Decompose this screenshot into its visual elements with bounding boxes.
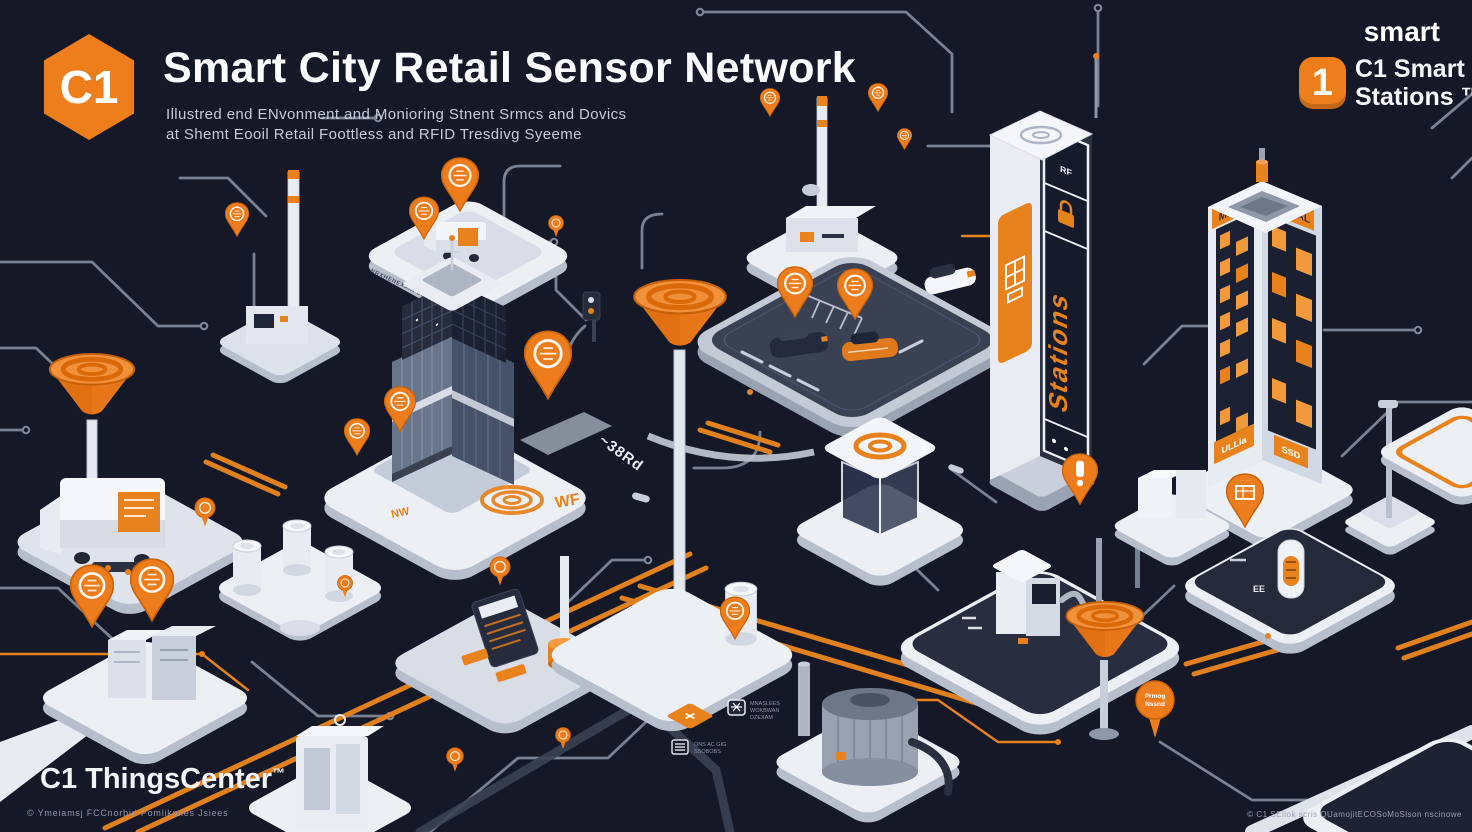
- thingscenter-tm: ™: [272, 765, 286, 781]
- car-dark: [769, 326, 829, 358]
- tower-rf-label: RF: [1060, 163, 1072, 179]
- station-brand-line1: C1 Smart: [1355, 55, 1465, 83]
- parking-lines: [740, 339, 924, 392]
- road-label: ~38Rd: [596, 431, 647, 474]
- parcel-platform: [42, 626, 248, 765]
- subtitle-line2: at Shemt Eooil Retail Foottless and RFID…: [166, 126, 582, 143]
- round-pin: [548, 215, 564, 238]
- tower-right-face: RF Stations: [1040, 111, 1092, 478]
- edge-platform: [1380, 407, 1472, 505]
- mini-truck: [424, 222, 486, 262]
- fridge-cabinet: [248, 714, 412, 832]
- legend-item-1: MNASLEES WOKBWAN DZEXAM: [727, 699, 780, 721]
- rfid-pin: [1226, 473, 1264, 528]
- striped-pole: [219, 170, 341, 384]
- glass-cube-kiosk: [796, 417, 964, 586]
- parking-lot: [646, 257, 1007, 462]
- car-orange: [841, 331, 898, 362]
- building-left-face: MNYaa ULLia: [1208, 181, 1262, 487]
- rfid-scanner-device: [471, 588, 539, 668]
- round-pin: [489, 556, 511, 587]
- thingscenter-name: C1 ThingsCenter: [40, 763, 273, 795]
- footer-left-note: © Ymeiamsj FCCnorbid Pomliknxes Jsiees: [27, 808, 229, 818]
- silo-cylinder: [282, 519, 312, 577]
- building-sign-bottom-right: [1274, 434, 1308, 469]
- traffic-signal: [582, 291, 601, 342]
- thingscenter-brand: C1 ThingsCenter™: [40, 763, 285, 796]
- tank-platform: [776, 661, 960, 823]
- c1-logo-text: C1: [59, 61, 119, 113]
- ee-label: EE: [1253, 584, 1265, 594]
- balloon-pin: Prmog Nssnd: [1135, 680, 1175, 738]
- white-car: [924, 263, 976, 295]
- station-badge: 1: [1299, 57, 1346, 109]
- building-right-face: BWZAL SSD: [1262, 181, 1322, 484]
- glass-building-platform: [324, 235, 612, 580]
- map-pin: [897, 128, 912, 150]
- storage-tank: [798, 661, 953, 796]
- office-building: MNYaa ULLia BWZAL SSD: [1179, 148, 1353, 548]
- legend-item-2: ONS AC GIG SSOBOBS: [671, 739, 726, 755]
- subtitle-line1: Illustred end ENvonment and Monioring St…: [166, 106, 627, 123]
- cone-beacon-icon: [50, 354, 134, 414]
- antenna-mast: [786, 96, 876, 252]
- balloon-line1: Prmog: [1145, 693, 1166, 700]
- station-brand-name: C1 Smart Stations ™: [1355, 55, 1472, 111]
- map-pin: [225, 202, 249, 237]
- round-pin: [446, 747, 464, 773]
- corner-platform: [1303, 738, 1472, 832]
- tower-stations-label: Stations: [1043, 286, 1073, 417]
- legend1-line3: DZEXAM: [750, 715, 773, 721]
- station-badge-number: 1: [1311, 61, 1334, 104]
- map-pin: [70, 564, 114, 628]
- mini-boxes-platform: [1114, 470, 1230, 566]
- page-title: Smart City Retail Sensor Network: [163, 44, 857, 92]
- station-brand-line2: Stations ™: [1355, 83, 1472, 111]
- legend1-line1: MNASLEES: [750, 701, 780, 707]
- robot-machine: [992, 550, 1108, 644]
- nw-label: NW: [390, 505, 411, 521]
- silo-cylinder: [324, 545, 354, 603]
- parcel-box: [108, 630, 165, 698]
- map-pin: [344, 418, 370, 456]
- balloon-line2: Nssnd: [1145, 701, 1165, 708]
- sensor-capsule: [1277, 539, 1305, 599]
- streetlight: [1345, 400, 1435, 555]
- building-sign-bottom-left: [1214, 423, 1254, 465]
- padlock-icon: [1058, 200, 1074, 228]
- cylinders-platform: [218, 519, 382, 641]
- cone-streetlamp-right: [1067, 602, 1144, 740]
- legend1-line2: WOKBWAN: [750, 708, 779, 714]
- tower-left-face: [990, 111, 1040, 480]
- blueprint-grid-icon: [1005, 255, 1025, 304]
- kiosk-tower: RF Stations: [988, 53, 1099, 511]
- map-pins: Prmog Nssnd: [70, 83, 1264, 773]
- truck-platform: [17, 478, 243, 614]
- legend2-line1: ONS AC GIG: [694, 742, 726, 748]
- legend2-line2: SSOBOBS: [694, 749, 721, 755]
- footer-right-note: © C1 SEliok scris QUamojitECOSoMoSlson n…: [1247, 810, 1462, 819]
- scanner-platform: [395, 556, 615, 734]
- smart-tagline: smart: [1363, 16, 1440, 47]
- alert-pin: [1062, 453, 1098, 505]
- parcel-box: [152, 626, 216, 700]
- silo-cylinder: [232, 539, 262, 597]
- map-pin: [524, 330, 572, 400]
- target-rings: [480, 485, 544, 515]
- glass-right-face: [452, 334, 514, 485]
- map-pin: [868, 83, 888, 112]
- sensor-diamond-platform: EE: [1185, 528, 1395, 654]
- wf-label: WF: [554, 491, 582, 512]
